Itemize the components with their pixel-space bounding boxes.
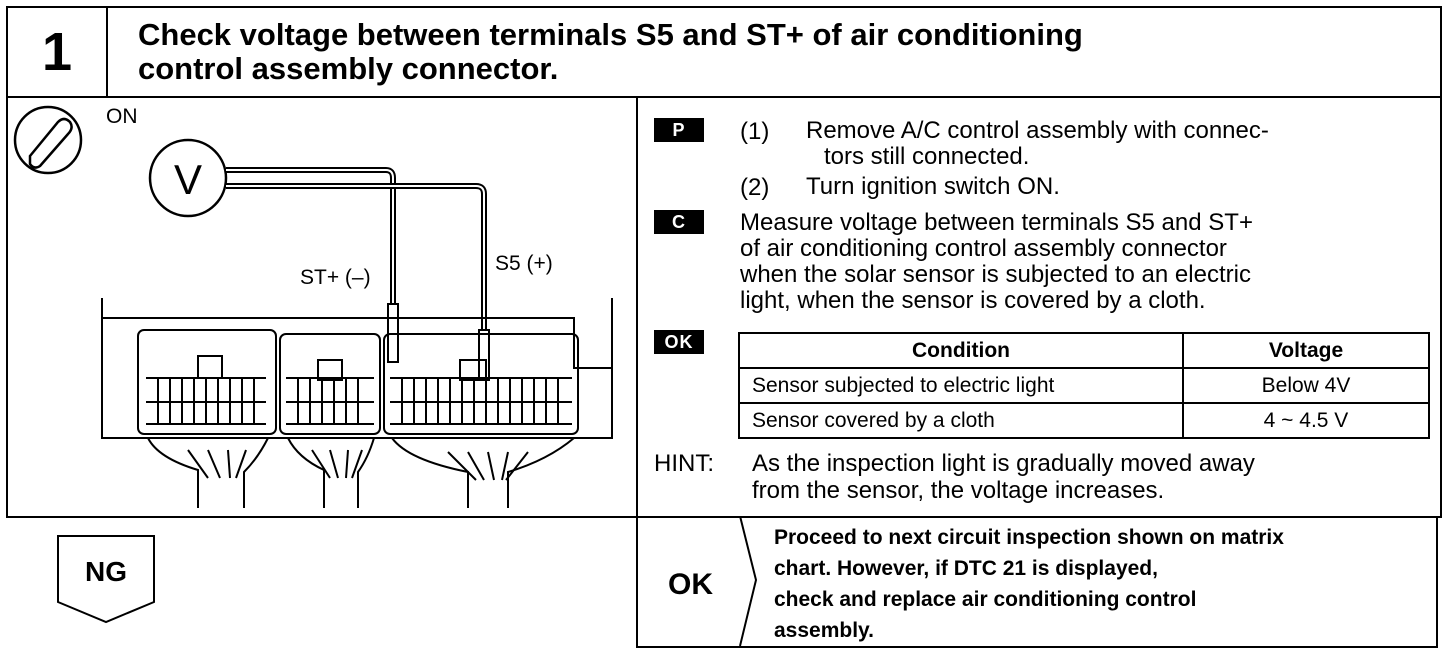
positive-probe-tip — [478, 329, 490, 381]
connector-block-2 — [279, 333, 381, 435]
ok-label: OK — [668, 568, 713, 601]
ok-spec-badge: OK — [654, 330, 704, 354]
step-number: 1 — [8, 8, 108, 96]
procedure-step-1-text: Remove A/C control assembly with connec-… — [806, 117, 1269, 170]
check-text: Measure voltage between terminals S5 and… — [740, 209, 1253, 314]
wire-harness — [147, 437, 575, 508]
table-row: Sensor covered by a cloth 4 ~ 4.5 V — [738, 402, 1430, 439]
ignition-key-icon — [13, 105, 83, 175]
step-body-frame — [6, 96, 1442, 518]
procedure-step-1-num: (1) — [740, 118, 770, 145]
ng-label: NG — [85, 556, 127, 587]
connector-illustration: ON V ST+ (–) S5 (+) — [13, 105, 613, 508]
probe-positive-label: S5 (+) — [495, 252, 553, 275]
ok-arrow-divider — [739, 516, 758, 646]
hint-text: As the inspection light is gradually mov… — [752, 450, 1255, 504]
procedure-step-2-num: (2) — [740, 174, 770, 201]
table-cell-voltage: 4 ~ 4.5 V — [1182, 402, 1430, 439]
table-header-condition: Condition — [738, 332, 1184, 369]
check-badge: C — [654, 210, 704, 234]
table-header-row: Condition Voltage — [738, 332, 1430, 369]
table-cell-condition: Sensor subjected to electric light — [738, 367, 1184, 404]
step-header: 1 Check voltage between terminals S5 and… — [6, 6, 1442, 98]
table-row: Sensor subjected to electric light Below… — [738, 367, 1430, 404]
procedure-section: P — [654, 118, 704, 142]
voltage-spec-table: Condition Voltage Sensor subjected to el… — [738, 332, 1430, 439]
connector-block-1 — [137, 329, 277, 435]
ok-result-box — [636, 516, 1438, 648]
check-section: C — [654, 210, 704, 234]
vertical-divider — [636, 96, 638, 648]
ok-result-text: Proceed to next circuit inspection shown… — [774, 526, 1284, 642]
procedure-badge: P — [654, 118, 704, 142]
connector-block-3 — [383, 333, 579, 435]
positive-lead-wire — [226, 183, 487, 330]
voltmeter-label: V — [174, 156, 202, 203]
procedure-step-2-text: Turn ignition switch ON. — [806, 173, 1060, 200]
ng-result-marker: NG — [56, 534, 160, 626]
table-cell-voltage: Below 4V — [1182, 367, 1430, 404]
ng-arrow-icon — [57, 535, 155, 624]
step-title-line-1: Check voltage between terminals S5 and S… — [138, 17, 1083, 52]
table-header-voltage: Voltage — [1182, 332, 1430, 369]
step-title-line-2: control assembly connector. — [138, 51, 559, 86]
connector-diagram: ON V ST+ (–) S5 (+) — [8, 98, 636, 514]
step-title: Check voltage between terminals S5 and S… — [138, 18, 1428, 86]
table-cell-condition: Sensor covered by a cloth — [738, 402, 1184, 439]
ok-spec-section: OK — [654, 330, 704, 354]
hint-label: HINT: — [654, 450, 714, 477]
voltmeter-icon: V — [148, 138, 228, 218]
ignition-on-label: ON — [106, 105, 138, 128]
control-assembly-housing — [101, 298, 613, 439]
probe-negative-label: ST+ (–) — [300, 266, 371, 289]
